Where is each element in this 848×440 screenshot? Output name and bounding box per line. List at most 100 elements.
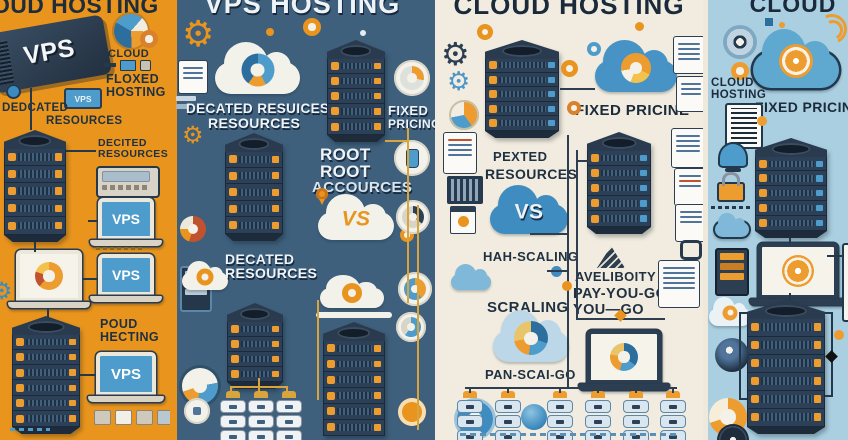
blue-square-icon [765, 18, 773, 26]
vps-chip-label: VPS [74, 93, 92, 104]
jar-icon [394, 140, 430, 176]
scaling-cloud [493, 309, 569, 362]
keypad-device-icon [96, 166, 160, 198]
small-cloud-icon [320, 275, 384, 308]
server-unit [4, 181, 66, 201]
server-tower [227, 303, 283, 389]
laptop-screen-label: VPS [111, 211, 140, 227]
server-unit [12, 333, 80, 351]
red-gauge-icon [180, 216, 206, 242]
server-unit [587, 210, 651, 228]
orange-donut-icon [477, 24, 493, 40]
server-unit [225, 216, 283, 235]
blue-donut-icon [587, 42, 601, 56]
server-tower [4, 130, 66, 243]
server-card-icon [715, 248, 749, 296]
server-unit [12, 348, 80, 366]
server-unit [323, 402, 385, 421]
small-button [94, 410, 111, 425]
server-unit [747, 335, 825, 355]
small-cloud-icon [182, 260, 228, 290]
document-icon [676, 76, 703, 112]
pie-laptop [579, 330, 669, 390]
server-unit [327, 87, 385, 105]
panel-divider-strip [170, 0, 177, 440]
gear-icon: ⚙ [182, 13, 215, 54]
server-unit [587, 149, 651, 167]
pie-laptop [8, 250, 90, 308]
server-tower [327, 40, 385, 143]
server-unit [747, 317, 825, 337]
lock-ring-icon [680, 240, 702, 260]
server-unit [12, 379, 80, 397]
server-unit [225, 166, 283, 185]
tower-base [225, 234, 283, 242]
checklist-document-icon [658, 260, 700, 308]
button-row [94, 410, 170, 425]
availability-label: AVELIBOITY [575, 269, 657, 284]
fixed-pricing-label: FIXEDPRICING [388, 103, 435, 132]
tower-vent [225, 133, 283, 152]
dedcated-label: DEDCATED [2, 102, 69, 114]
server-unit [327, 72, 385, 90]
database-stack [276, 391, 302, 440]
dark-badge-icon [717, 424, 749, 440]
server-unit [227, 365, 283, 382]
small-button [157, 410, 170, 425]
laptop-base [8, 302, 90, 308]
vps-laptop: VPS [90, 254, 162, 302]
server-unit [747, 389, 825, 409]
server-unit [323, 371, 385, 389]
pie-laptop [750, 243, 846, 305]
scribble-text [711, 206, 753, 209]
server-unit [12, 410, 80, 427]
tiny-footer-marks [10, 428, 50, 431]
small-screen-icon [120, 60, 136, 71]
tower-base [587, 227, 651, 235]
server-unit [227, 350, 283, 367]
fixed-pricin-label: FIXED PRICIN [755, 99, 848, 115]
vs-cloud: VS [490, 185, 568, 234]
panel-cloud-cream: CLOUD HOSTING ⚙ ⚙ FIXED PRICINE PEXTED R… [435, 0, 703, 440]
gauge-icon [396, 200, 430, 234]
small-cloud-icon [451, 263, 491, 290]
gear-icon: ⚙ [0, 278, 13, 305]
small-lock-icon [140, 60, 151, 71]
dedicated-resources-top-label: DECATED RESUICES [186, 101, 330, 116]
server-unit [12, 394, 80, 412]
small-cloud-icon [709, 296, 751, 326]
browser-icon [450, 206, 476, 234]
tower-base [485, 131, 559, 139]
vs-cloud: VS [318, 194, 394, 240]
pricing-cloud [595, 39, 677, 92]
panel-divider-strip [703, 0, 708, 440]
cloud-pie-icon [215, 41, 300, 94]
tower-base [755, 230, 827, 238]
server-unit [755, 214, 827, 231]
white-dot-icon [360, 30, 366, 36]
laptop-pie-icon [610, 343, 638, 371]
pie-badge-icon [398, 272, 432, 306]
server-bars-icon [447, 176, 483, 204]
cloud-shelf [316, 312, 392, 318]
vps-device-box: VPS [0, 14, 113, 94]
server-unit [4, 199, 66, 218]
document-icon [675, 204, 703, 242]
server-tower [587, 132, 651, 235]
document-icon [674, 168, 703, 206]
server-unit [587, 164, 651, 182]
server-unit [327, 103, 385, 120]
edge-card-fragment [842, 243, 848, 322]
orange-donut-icon [731, 62, 749, 80]
server-unit [323, 418, 385, 436]
fixed-pricine-label: FIXED PRICINE [575, 102, 690, 119]
cloud-core-donut [779, 44, 813, 79]
resource-donut-icon [241, 53, 274, 87]
server-tower [485, 40, 559, 139]
laptop-base [750, 299, 846, 305]
server-unit [323, 386, 385, 405]
